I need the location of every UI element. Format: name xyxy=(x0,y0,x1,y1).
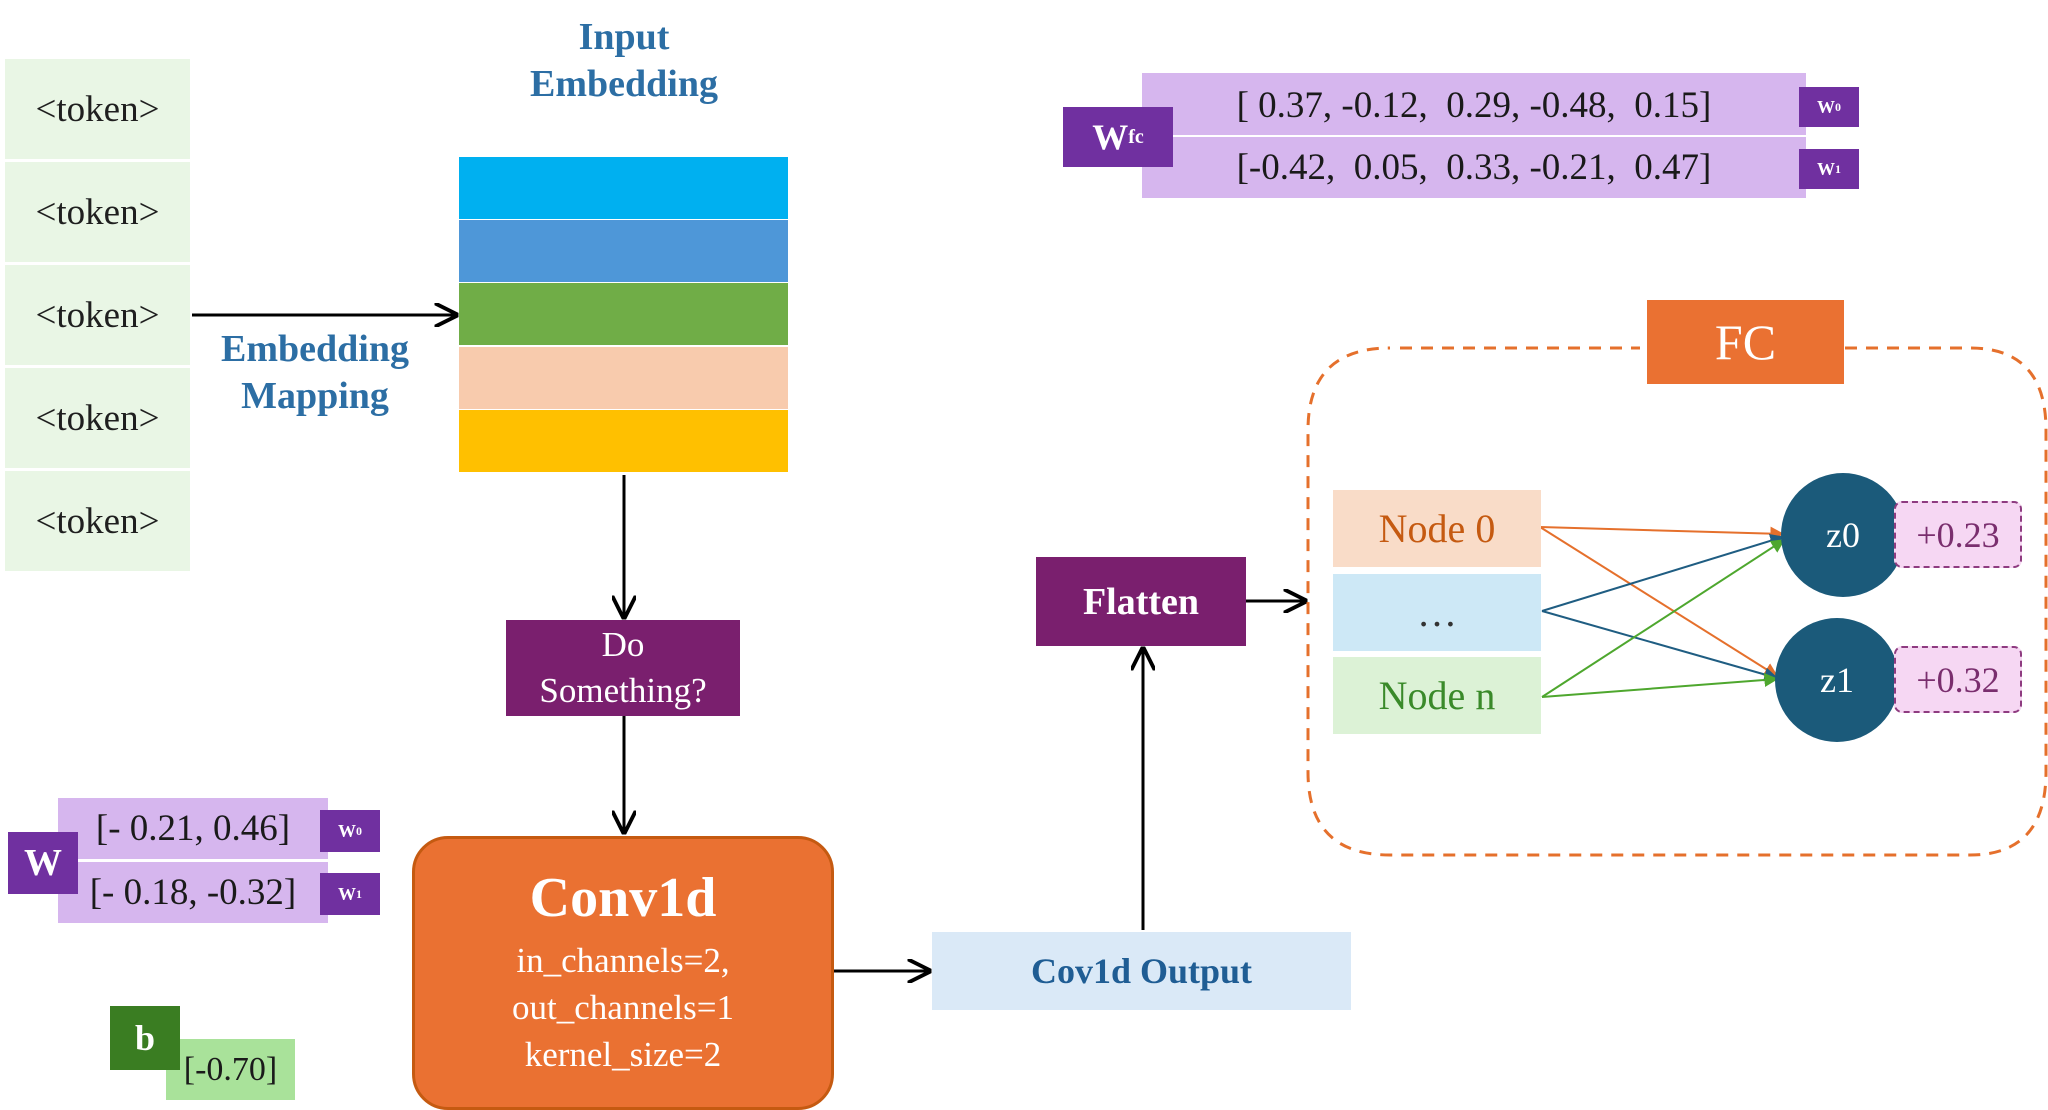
output-z0: z0 xyxy=(1781,473,1905,597)
conv1d-param-kernel-size: kernel_size=2 xyxy=(524,1035,722,1074)
embedding-bar xyxy=(459,410,788,472)
token-cell: <token> xyxy=(5,471,190,571)
node-ellipsis: … xyxy=(1333,574,1541,651)
conv1d-param-out-channels: out_channels=1 xyxy=(512,988,734,1027)
input-embedding-title: Input Embedding xyxy=(474,14,774,108)
embedding-mapping-label: Embedding Mapping xyxy=(195,326,435,420)
conv1d-box: Conv1d in_channels=2, out_channels=1 ker… xyxy=(412,836,834,1110)
node-0: Node 0 xyxy=(1333,490,1541,567)
edge-ellipsis-z0 xyxy=(1541,534,1785,612)
fc-weight-row-1: [-0.42, 0.05, 0.33, -0.21, 0.47] xyxy=(1236,146,1712,188)
conv-weight-tag-1-main: W xyxy=(338,883,356,904)
do-something-line2: Something? xyxy=(539,671,707,710)
conv-weight-row-1: [- 0.18, -0.32] xyxy=(89,872,297,913)
do-something-line1: Do xyxy=(601,625,645,664)
fc-weight-label-main: W xyxy=(1092,117,1129,157)
bias-z1: +0.32 xyxy=(1894,646,2022,713)
conv-weight-label: W xyxy=(8,832,78,894)
conv1d-title: Conv1d xyxy=(529,867,717,929)
embedding-mapping-line1: Embedding xyxy=(221,328,409,370)
conv-weight-tag-0-sub: 0 xyxy=(356,823,362,838)
embedding-bar xyxy=(459,157,788,219)
fc-title: FC xyxy=(1647,300,1844,384)
output-z1: z1 xyxy=(1775,618,1899,742)
do-something-box: Do Something? xyxy=(506,620,740,716)
input-embedding-title-line2: Embedding xyxy=(530,63,718,105)
fc-weight-row-0: [ 0.37, -0.12, 0.29, -0.48, 0.15] xyxy=(1236,84,1712,126)
token-cell: <token> xyxy=(5,265,190,365)
embedding-bar xyxy=(459,220,788,282)
node-n: Node n xyxy=(1333,657,1541,734)
conv-bias-value: [-0.70] xyxy=(166,1039,295,1100)
input-embedding-title-line1: Input xyxy=(578,16,670,58)
edge-noden-z0 xyxy=(1541,539,1786,698)
fc-weight-tag-1-main: W xyxy=(1817,158,1835,179)
conv-weight-tag-0-main: W xyxy=(338,820,356,841)
token-cell: <token> xyxy=(5,162,190,262)
fc-dashed-border xyxy=(1306,346,2048,857)
conv-output-box: Cov1d Output xyxy=(932,932,1351,1010)
conv-weight-tag-1-sub: 1 xyxy=(356,886,362,901)
conv1d-param-in-channels: in_channels=2, xyxy=(516,941,730,980)
fc-weight-tag-0-sub: 0 xyxy=(1835,99,1841,114)
edge-ellipsis-z1 xyxy=(1541,610,1779,682)
edge-node0-z1 xyxy=(1539,526,1779,677)
flatten-box: Flatten xyxy=(1036,557,1246,646)
fc-weight-divider xyxy=(1142,135,1806,137)
token-cell: <token> xyxy=(5,368,190,468)
fc-weight-tag-1-sub: 1 xyxy=(1835,161,1841,176)
conv-weight-row-0: [- 0.21, 0.46] xyxy=(95,808,291,849)
fc-weight-label-sub: fc xyxy=(1128,125,1144,148)
fc-weight-matrix: [ 0.37, -0.12, 0.29, -0.48, 0.15] [-0.42… xyxy=(1142,73,1806,198)
conv-weight-matrix: [- 0.21, 0.46] [- 0.18, -0.32] xyxy=(58,798,328,923)
bias-z0: +0.23 xyxy=(1894,501,2022,568)
embedding-bar xyxy=(459,347,788,409)
token-cell: <token> xyxy=(5,59,190,159)
edge-node0-z0 xyxy=(1539,526,1785,541)
conv-bias-label: b xyxy=(110,1006,180,1070)
conv-weight-divider xyxy=(58,859,328,862)
edge-noden-z1 xyxy=(1541,672,1779,698)
fc-weight-tag-0-main: W xyxy=(1817,96,1835,117)
embedding-bar xyxy=(459,283,788,345)
embedding-mapping-line2: Mapping xyxy=(241,375,389,417)
